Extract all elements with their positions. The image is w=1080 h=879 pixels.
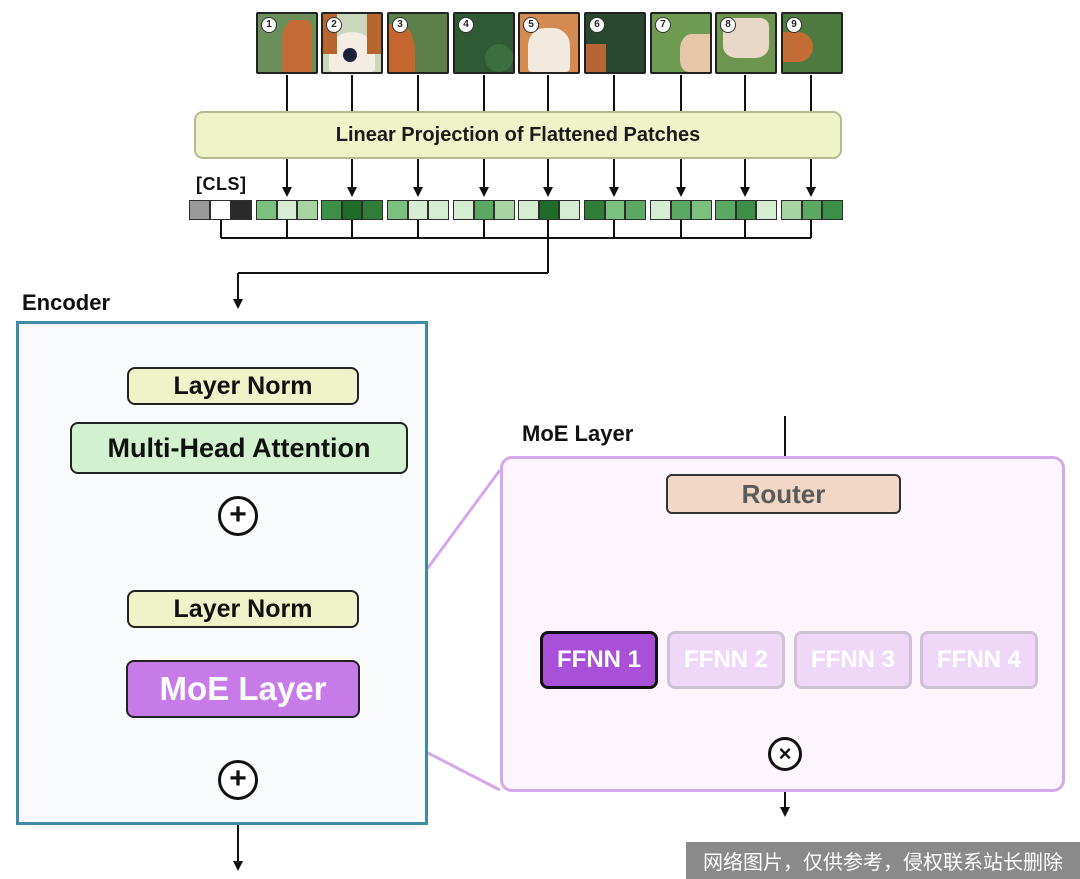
patch-number: 9: [786, 17, 802, 33]
expert-ffnn-2: FFNN 2: [667, 631, 785, 689]
encoder-block: [16, 321, 428, 825]
image-patch: 3: [387, 12, 449, 74]
token-cell: [297, 200, 318, 220]
token-cell: [625, 200, 646, 220]
image-patch: 6: [584, 12, 646, 74]
image-patch: 4: [453, 12, 515, 74]
token-cell: [781, 200, 802, 220]
token-cell: [256, 200, 277, 220]
layer-norm-1: Layer Norm: [127, 367, 359, 405]
patch-number: 7: [655, 17, 671, 33]
cls-token-label: [CLS]: [196, 174, 247, 194]
token-cell: [584, 200, 605, 220]
token-cell: [428, 200, 449, 220]
multi-head-attention-box: Multi-Head Attention: [70, 422, 408, 474]
token-cell: [715, 200, 736, 220]
patch-number: 5: [523, 17, 539, 33]
token-cell: [408, 200, 428, 220]
moe-panel-title: MoE Layer: [522, 421, 634, 446]
patch-number: 4: [458, 17, 474, 33]
watermark: 网络图片，仅供参考，侵权联系站长删除: [686, 842, 1080, 879]
token-cell: [756, 200, 777, 220]
add-icon: +: [218, 760, 258, 800]
image-patch: 9: [781, 12, 843, 74]
token-cell: [736, 200, 756, 220]
layer-norm-2: Layer Norm: [127, 590, 359, 628]
patch-number: 2: [326, 17, 342, 33]
image-patch: 8: [715, 12, 777, 74]
router-box: Router: [666, 474, 901, 514]
multiply-icon: ×: [768, 737, 802, 771]
token-cell: [822, 200, 843, 220]
token-cell: [650, 200, 671, 220]
image-patch: 1: [256, 12, 318, 74]
image-patch: 2: [321, 12, 383, 74]
token-cell: [387, 200, 408, 220]
image-patch: 5: [518, 12, 580, 74]
patch-number: 8: [720, 17, 736, 33]
token-cell: [321, 200, 342, 220]
moe-layer-box: MoE Layer: [126, 660, 360, 718]
token-cell: [605, 200, 625, 220]
add-icon: +: [218, 496, 258, 536]
token-cell: [277, 200, 297, 220]
token-cell: [474, 200, 494, 220]
token-cell: [691, 200, 712, 220]
token-cell: [362, 200, 383, 220]
token-cell: [342, 200, 362, 220]
token-cell: [539, 200, 559, 220]
token-cell: [518, 200, 539, 220]
token-cell: [494, 200, 515, 220]
patch-number: 6: [589, 17, 605, 33]
token-cell: [559, 200, 580, 220]
patch-number: 1: [261, 17, 277, 33]
expert-ffnn-4: FFNN 4: [920, 631, 1038, 689]
expert-ffnn-3: FFNN 3: [794, 631, 912, 689]
encoder-title: Encoder: [22, 290, 111, 315]
patch-number: 3: [392, 17, 408, 33]
linear-projection-box: Linear Projection of Flattened Patches: [194, 111, 842, 159]
image-patch: 7: [650, 12, 712, 74]
token-cell: [189, 200, 210, 220]
token-cell: [210, 200, 231, 220]
token-cell: [453, 200, 474, 220]
token-cell: [231, 200, 252, 220]
token-cell: [802, 200, 822, 220]
expert-ffnn-1: FFNN 1: [540, 631, 658, 689]
token-cell: [671, 200, 691, 220]
